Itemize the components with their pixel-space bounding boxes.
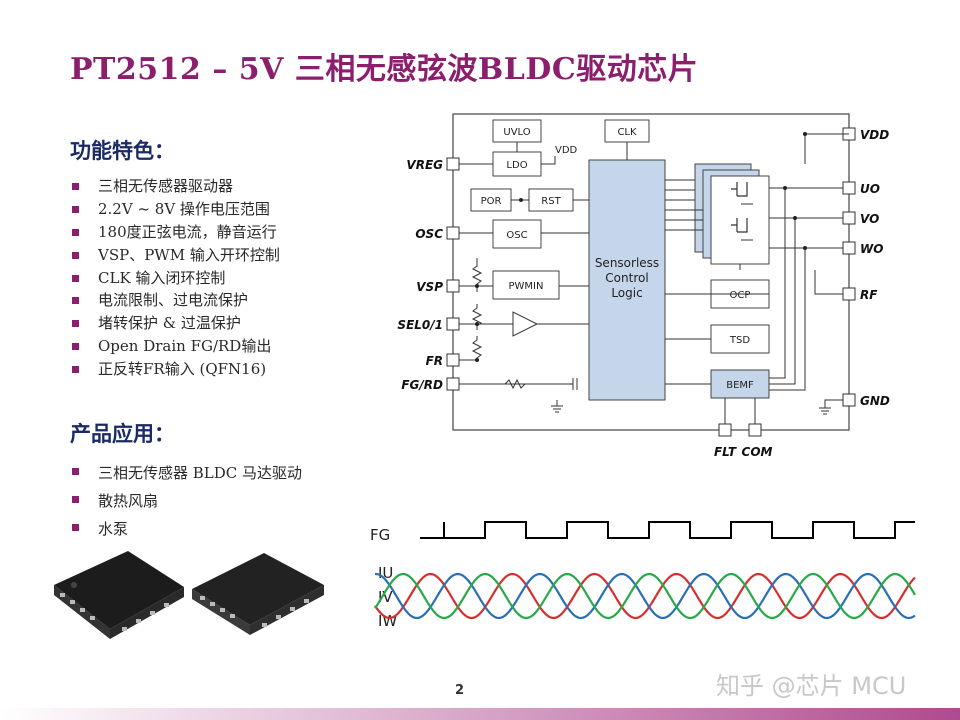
bullet-icon — [72, 468, 79, 475]
page-title: PT2512 – 5V 三相无感弦波BLDC驱动芯片 — [70, 52, 699, 87]
osc-block — [492, 219, 542, 249]
sensorless-control-block — [588, 159, 666, 401]
fg-label: FG — [370, 526, 390, 544]
pin-label-wo: WO — [860, 242, 883, 256]
core-label-1: Sensorless — [595, 256, 659, 270]
pwmin-label: PWMIN — [509, 281, 544, 292]
pin-vo — [842, 211, 856, 225]
bullet-icon — [72, 343, 79, 351]
bullet-icon — [72, 297, 79, 305]
pin-vreg — [446, 157, 460, 171]
pin-wo — [842, 241, 856, 255]
ldo-label: LDO — [506, 160, 527, 171]
page-number: 2 — [455, 683, 465, 698]
applications-heading: 产品应用： — [70, 422, 175, 446]
por-label: POR — [481, 196, 502, 207]
pin-sel — [446, 317, 460, 331]
feature-item: 2.2V ~ 8V 操作电压范围 — [72, 198, 280, 221]
ocp-label: OCP — [730, 290, 751, 301]
bullet-icon — [72, 274, 79, 282]
waveform-plot: FG IU IV IW — [370, 521, 916, 630]
feature-item: CLK 输入闭环控制 — [72, 267, 280, 290]
chip-front — [54, 551, 184, 639]
chip-back — [192, 553, 324, 635]
pin-fr — [446, 353, 460, 367]
pin-label-fgrd: FG/RD — [401, 378, 443, 392]
pin-fgrd — [446, 377, 460, 391]
pin-label-osc: OSC — [415, 227, 443, 241]
pin-label-vdd: VDD — [860, 128, 889, 142]
application-item: 水泵 — [72, 516, 302, 544]
tsd-label: TSD — [729, 335, 750, 346]
pin-label-vo: VO — [860, 212, 879, 226]
pin-rf — [842, 287, 856, 301]
bullet-icon — [72, 366, 79, 374]
bullet-icon — [72, 205, 79, 213]
uvlo-label: UVLO — [503, 127, 530, 138]
passive-components — [471, 258, 831, 415]
bemf-label: BEMF — [726, 380, 754, 391]
output-stages — [694, 163, 770, 265]
iv-waveform — [374, 572, 916, 620]
bullet-icon — [72, 524, 79, 531]
pwmin-block — [492, 270, 560, 300]
watermark: 知乎 @芯片 MCU — [716, 672, 907, 700]
pin-label-vsp: VSP — [416, 280, 443, 294]
core-label-3: Logic — [611, 286, 642, 300]
rst-label: RST — [541, 196, 561, 207]
core-label-2: Control — [605, 271, 648, 285]
application-item: 三相无传感器 BLDC 马达驱动 — [72, 460, 302, 488]
right-pins: VDD UO VO WO RF GND — [842, 127, 890, 408]
bullet-icon — [72, 228, 79, 236]
block-diagram: VREG OSC VSP SEL0/1 FR FG/RD VDD UO VO W… — [397, 113, 890, 459]
bullet-icon — [72, 496, 79, 503]
pin-label-fr: FR — [426, 354, 443, 368]
osc-label: OSC — [506, 230, 527, 241]
pin-label-rf: RF — [860, 288, 878, 302]
left-pins: VREG OSC VSP SEL0/1 FR FG/RD — [397, 157, 460, 392]
pin-com — [748, 423, 762, 437]
feature-item: 180度正弦电流，静音运行 — [72, 221, 280, 244]
applications-list: 三相无传感器 BLDC 马达驱动 散热风扇 水泵 — [72, 460, 302, 544]
footer-bar — [0, 708, 960, 720]
clk-label: CLK — [617, 127, 637, 138]
iw-waveform — [374, 572, 916, 620]
junction-dots — [475, 132, 807, 362]
bullet-icon — [72, 251, 79, 259]
features-heading: 功能特色： — [70, 139, 175, 163]
wiring — [459, 133, 849, 424]
feature-item: 堵转保护 & 过温保护 — [72, 312, 280, 335]
pin-uo — [842, 181, 856, 195]
bullet-icon — [72, 320, 79, 328]
pin-label-com: COM — [742, 445, 773, 459]
qfn-chip-photo — [54, 551, 324, 639]
pin-osc — [446, 226, 460, 240]
feature-item: Open Drain FG/RD输出 — [72, 335, 280, 358]
pin-vsp — [446, 279, 460, 293]
pin-label-sel: SEL0/1 — [397, 318, 443, 332]
pin-label-flt: FLT — [714, 445, 737, 459]
pin-label-vreg: VREG — [406, 158, 443, 172]
application-item: 散热风扇 — [72, 488, 302, 516]
fg-waveform — [420, 521, 915, 539]
features-list: 三相无传感器驱动器 2.2V ~ 8V 操作电压范围 180度正弦电流，静音运行… — [72, 175, 280, 381]
bottom-pins: FLT COM — [714, 423, 773, 459]
feature-item: 电流限制、过电流保护 — [72, 289, 280, 312]
pin-flt — [718, 423, 732, 437]
bullet-icon — [72, 183, 79, 190]
feature-item: VSP、PWM 输入开环控制 — [72, 244, 280, 267]
pin-label-gnd: GND — [860, 394, 890, 408]
chip-outline — [452, 113, 850, 431]
iu-waveform — [374, 572, 916, 620]
iv-label: IV — [378, 588, 393, 606]
feature-item: 正反转FR输入 (QFN16) — [72, 358, 280, 381]
feature-item: 三相无传感器驱动器 — [72, 175, 280, 198]
pin-label-uo: UO — [860, 182, 880, 196]
vdd-internal-label: VDD — [555, 145, 578, 156]
pin-gnd — [842, 393, 856, 407]
